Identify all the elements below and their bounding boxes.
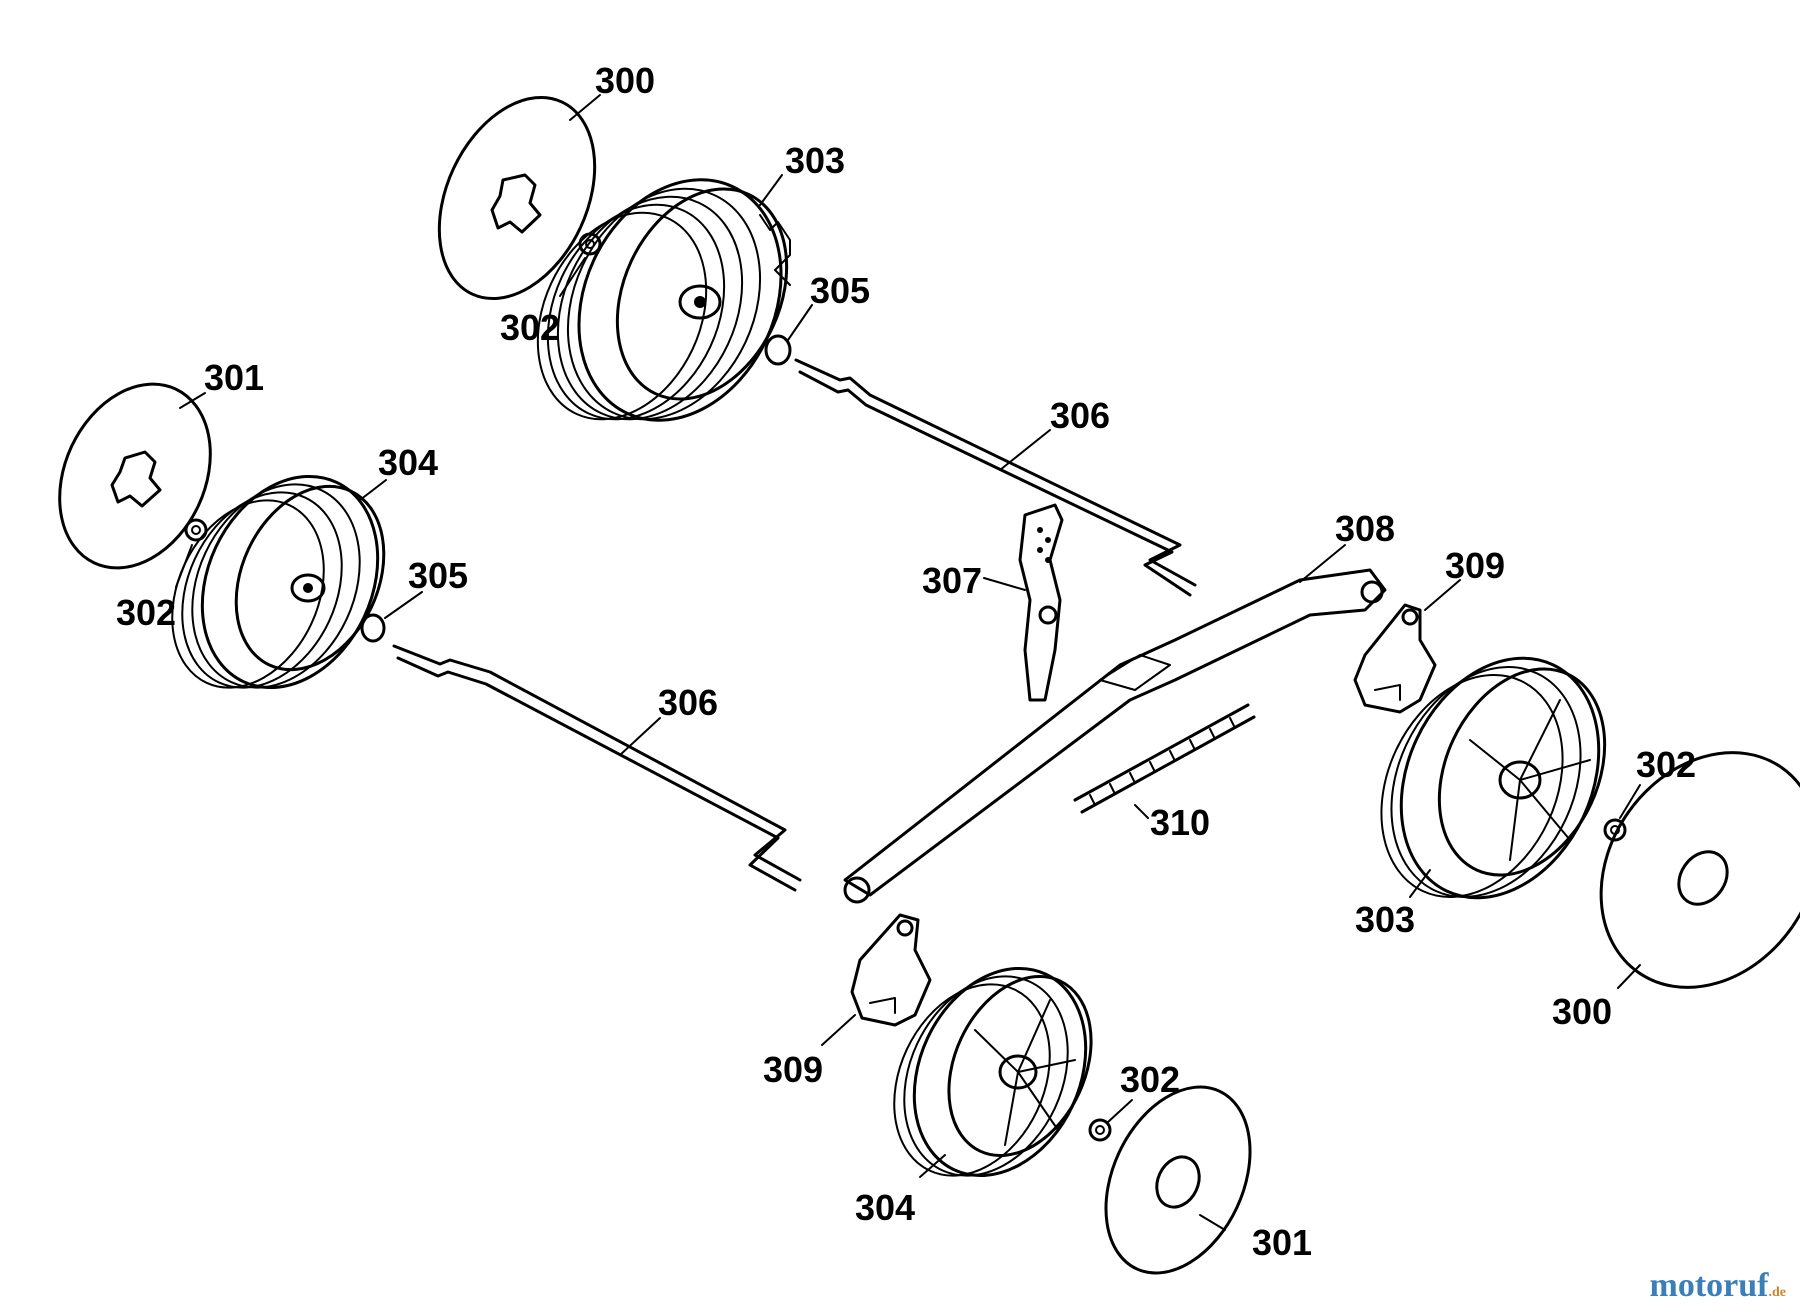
washer-302-bottom	[1088, 1118, 1112, 1142]
lever-307	[1018, 503, 1064, 702]
label-300-top: 300	[595, 60, 655, 101]
label-304-bottom: 304	[855, 1187, 915, 1228]
height-adjust-bar-308	[843, 568, 1387, 904]
label-300-right: 300	[1552, 991, 1612, 1032]
wheel-cover-300-right	[1599, 751, 1800, 989]
wheel-cover-301-bottom	[1104, 1085, 1252, 1275]
watermark-suffix: .de	[1768, 1285, 1787, 1300]
washer-302-left	[184, 518, 208, 542]
label-302-bottom: 302	[1120, 1059, 1180, 1100]
label-303-top: 303	[785, 140, 845, 181]
wheel-303-right	[1380, 656, 1607, 900]
spacer-305-top	[764, 334, 792, 366]
axle-306-top	[794, 358, 1197, 597]
spring-310	[1073, 703, 1256, 814]
label-301-bottom: 301	[1252, 1222, 1312, 1263]
label-301-left: 301	[204, 357, 264, 398]
label-302-mid-left: 302	[116, 592, 176, 633]
label-306-mid: 306	[658, 682, 718, 723]
leader-lines	[175, 94, 1641, 1231]
axle-306-mid	[392, 644, 802, 892]
label-310: 310	[1150, 802, 1210, 843]
watermark-text: motoruf	[1649, 1267, 1769, 1304]
label-307: 307	[922, 560, 982, 601]
label-309-right: 309	[1445, 545, 1505, 586]
label-305-mid: 305	[408, 555, 468, 596]
watermark-logo: motoruf.de	[1650, 1267, 1786, 1305]
label-302-right: 302	[1636, 744, 1696, 785]
bracket-309-bottom	[850, 913, 932, 1027]
label-308: 308	[1335, 508, 1395, 549]
wheel-cover-300-top	[437, 95, 597, 301]
bracket-309-right	[1353, 603, 1437, 714]
wheel-303-top	[536, 178, 791, 422]
label-302-top-left: 302	[500, 307, 560, 348]
wheel-304-bottom	[893, 966, 1093, 1178]
label-309-bottom: 309	[763, 1049, 823, 1090]
wheel-cover-301-left	[58, 382, 212, 570]
label-303-right: 303	[1355, 899, 1415, 940]
spacer-305-mid	[360, 613, 386, 643]
label-306-top: 306	[1050, 395, 1110, 436]
wheel-304-left	[171, 474, 386, 690]
label-305-top: 305	[810, 270, 870, 311]
label-304-left: 304	[378, 442, 438, 483]
